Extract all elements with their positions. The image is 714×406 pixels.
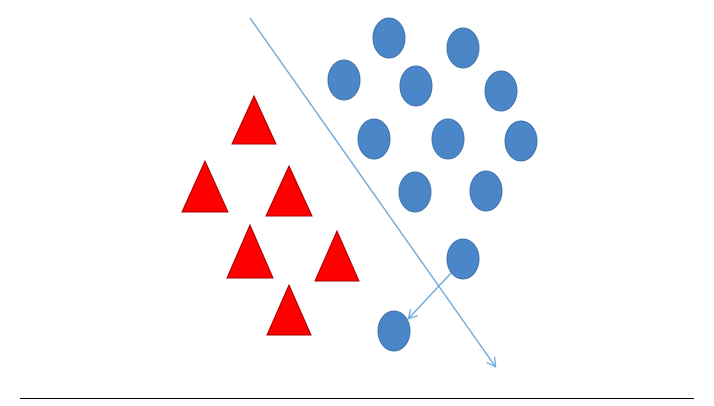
blue-circle — [446, 27, 480, 69]
blue-circle — [357, 118, 391, 160]
blue-circle — [399, 65, 433, 107]
decision-boundary-line — [249, 17, 495, 366]
red-triangle — [265, 164, 313, 217]
red-triangle — [266, 283, 312, 336]
blue-circle — [377, 310, 411, 352]
reassignment-arrow — [409, 271, 453, 318]
blue-circle — [446, 238, 480, 280]
circle-group — [327, 17, 538, 352]
blue-circle — [398, 171, 432, 213]
red-triangle — [231, 94, 277, 145]
blue-circle — [504, 120, 538, 162]
blue-circle — [469, 170, 503, 212]
triangle-group — [181, 94, 360, 336]
red-triangle — [181, 159, 229, 213]
blue-circle — [431, 118, 465, 160]
blue-circle — [372, 17, 406, 59]
red-triangle — [314, 229, 360, 282]
blue-circle — [484, 70, 518, 112]
bottom-rule — [20, 398, 694, 399]
red-triangle — [226, 223, 274, 279]
blue-circle — [327, 59, 361, 101]
